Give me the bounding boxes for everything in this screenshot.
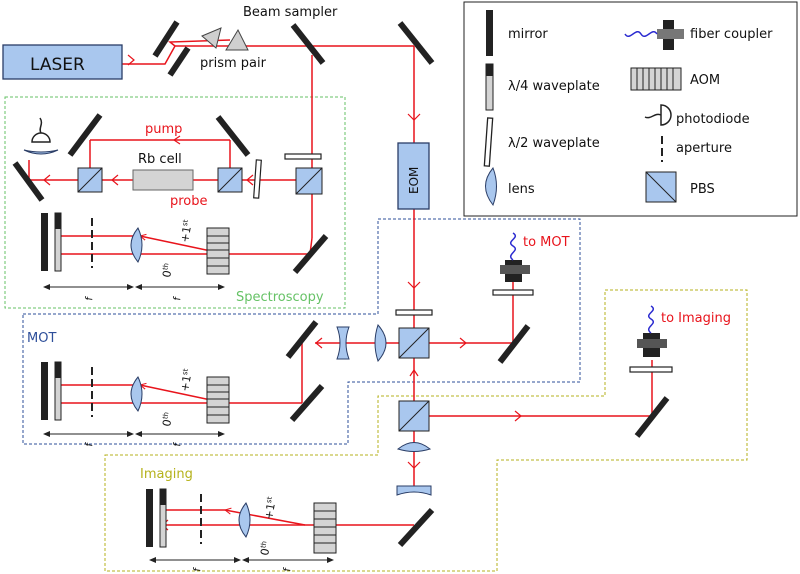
mot-fiber-halfwave <box>492 289 534 296</box>
imaging-f-label-2: f <box>282 567 294 573</box>
legend-box <box>463 1 798 217</box>
legend-half-waveplate-label: λ/2 waveplate <box>508 136 600 151</box>
imaging-mirror-retro <box>146 489 153 547</box>
spec-pbs-right <box>217 167 243 193</box>
legend-quarter-waveplate-label: λ/4 waveplate <box>508 79 600 94</box>
mot-aom <box>206 376 230 424</box>
mot-pbs <box>398 327 430 359</box>
legend-aperture-label: aperture <box>676 141 732 156</box>
mot-fiber-coupler-icon <box>500 232 530 282</box>
to-mot-label: to MOT <box>523 235 570 250</box>
legend-lens-icon <box>485 167 497 207</box>
beam-sampler-label: Beam sampler <box>243 5 338 20</box>
pump-label: pump <box>145 122 182 137</box>
legend-pbs-icon <box>645 171 677 203</box>
legend-fiber-coupler-label: fiber coupler <box>690 27 773 42</box>
mirror-top-right <box>397 21 435 65</box>
spec-halfwave-horizontal <box>284 153 322 160</box>
mot-box <box>22 218 581 445</box>
rb-cell <box>132 169 194 191</box>
imaging-convex-lens <box>396 442 432 452</box>
imaging-box <box>104 289 748 572</box>
prism-pair-label: prism pair <box>200 56 267 71</box>
mot-mirror-top <box>285 320 319 359</box>
spec-pbs-main <box>295 167 323 195</box>
imaging-lens <box>238 502 251 538</box>
mot-f-label-1: f <box>84 442 96 448</box>
imaging-pbs <box>398 400 430 432</box>
legend-aom-label: AOM <box>690 73 720 88</box>
imaging-mirror-branch <box>634 396 670 438</box>
legend-pbs-label: PBS <box>690 182 715 197</box>
laser-label: LASER <box>30 55 85 75</box>
mirror-top-sampler-left <box>167 46 191 77</box>
spec-mirror-pump-left <box>67 113 103 157</box>
imaging-fiber-halfwave <box>629 366 673 373</box>
imaging-aom <box>313 502 337 554</box>
legend-quarter-waveplate-icon <box>485 63 494 111</box>
to-imaging-label: to Imaging <box>661 311 731 326</box>
spec-photodiode-icon <box>31 117 51 143</box>
spec-lens <box>130 227 143 263</box>
spec-first-order: +1st <box>178 219 195 244</box>
imaging-f-label-1: f <box>192 567 204 573</box>
mot-mirror-fiber <box>497 324 531 364</box>
imaging-fiber-coupler-icon <box>637 305 667 357</box>
mirror-top-left <box>152 20 180 58</box>
spec-pbs-left <box>77 167 103 193</box>
mot-mirror-retro <box>41 362 48 420</box>
mot-convex-lens <box>374 324 387 362</box>
legend-lens-label: lens <box>508 182 535 197</box>
legend-half-waveplate-icon <box>483 117 494 167</box>
probe-label: probe <box>170 194 208 209</box>
imaging-mirror-corner <box>397 507 435 548</box>
eom-label: EOM <box>407 167 421 194</box>
mot-halfwave <box>395 309 433 316</box>
legend-aom-icon <box>630 67 682 91</box>
mot-mirror-bottom <box>289 384 325 422</box>
spectroscopy-box <box>4 96 346 309</box>
imaging-first-order: +1st <box>262 496 279 521</box>
mot-f-label-2: f <box>172 442 184 448</box>
beam-sampler <box>290 23 326 65</box>
imaging-concave-lens <box>396 485 432 496</box>
spec-zeroth-order: 0th <box>160 262 175 278</box>
spectroscopy-label: Spectroscopy <box>236 290 324 305</box>
spec-aom <box>206 227 230 275</box>
spec-mirror-retro <box>41 213 48 271</box>
legend-mirror-label: mirror <box>508 27 548 42</box>
spec-f-label-1: f <box>84 296 96 302</box>
eom-box <box>397 142 430 210</box>
prism-2 <box>225 28 249 51</box>
spec-photodiode-lens <box>23 149 59 155</box>
mot-first-order: +1st <box>178 368 195 393</box>
legend-photodiode-label: photodiode <box>676 112 750 127</box>
laser-box <box>2 44 123 80</box>
spec-halfwave-vertical <box>253 159 262 199</box>
spec-mirror-bottom <box>292 234 329 274</box>
rb-cell-label: Rb cell <box>138 152 182 167</box>
legend-mirror-icon <box>486 10 493 56</box>
imaging-label: Imaging <box>140 467 193 482</box>
mot-concave-lens <box>336 326 350 360</box>
legend-fiber-coupler-icon <box>624 20 684 50</box>
spec-mirror-pump-right <box>215 115 251 157</box>
legend-photodiode-icon <box>644 104 672 126</box>
prism-1 <box>201 27 222 49</box>
spec-mirror-far-left <box>12 161 45 202</box>
imaging-zeroth-order: 0th <box>258 540 273 556</box>
mot-lens <box>130 376 143 412</box>
mot-zeroth-order: 0th <box>160 411 175 427</box>
mot-label: MOT <box>27 331 56 346</box>
spec-f-label-2: f <box>172 296 184 302</box>
